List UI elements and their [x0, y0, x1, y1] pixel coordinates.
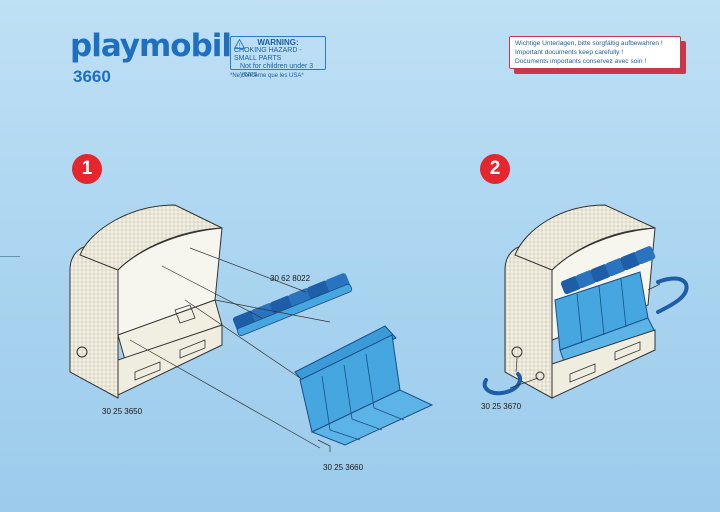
assembly-guide-lines-step2: [509, 283, 661, 389]
warning-note: *Ne concerne que les USA*: [230, 73, 304, 79]
part-number-chair-body: 30 25 3650: [102, 407, 143, 416]
handle-right: [656, 276, 689, 314]
playmobil-logo: playmobil: [70, 28, 232, 64]
documents-line-2: Important documents keep carefully !: [515, 49, 624, 57]
svg-text:!: !: [239, 44, 241, 50]
documents-notice: Wichtige Unterlagen, bitte sorgfältig au…: [509, 36, 681, 69]
choking-hazard-warning: ! WARNING: CHOKING HAZARD - SMALL PARTS …: [230, 36, 326, 78]
warning-title: WARNING:: [257, 38, 299, 47]
assembly-guide-lines-step1: [129, 247, 331, 452]
step-2-badge: 2: [480, 154, 510, 184]
part-number-seat-cushion: 30 25 3660: [323, 463, 364, 472]
part-number-handles: 30 25 3670: [481, 402, 522, 411]
documents-line-1: Wichtige Unterlagen, bitte sorgfältig au…: [515, 40, 663, 47]
warning-triangle-icon: !: [233, 38, 246, 52]
part-number-canopy-cushions: 30 62 8022: [270, 274, 311, 283]
beach-chair-body-step1: [69, 204, 223, 399]
warning-line-1: CHOKING HAZARD - SMALL PARTS: [234, 47, 302, 62]
page-edge-mark: [0, 256, 20, 257]
warning-line-2: Not for children under 3 years.: [240, 63, 314, 78]
documents-line-3: Documents importants conservez avec soin…: [515, 58, 647, 66]
handle-left: [482, 372, 522, 396]
seat-cushion: [294, 325, 434, 446]
step-1-badge: 1: [72, 154, 102, 184]
model-number: 3660: [73, 67, 111, 86]
beach-chair-assembled-step2: [504, 204, 656, 399]
